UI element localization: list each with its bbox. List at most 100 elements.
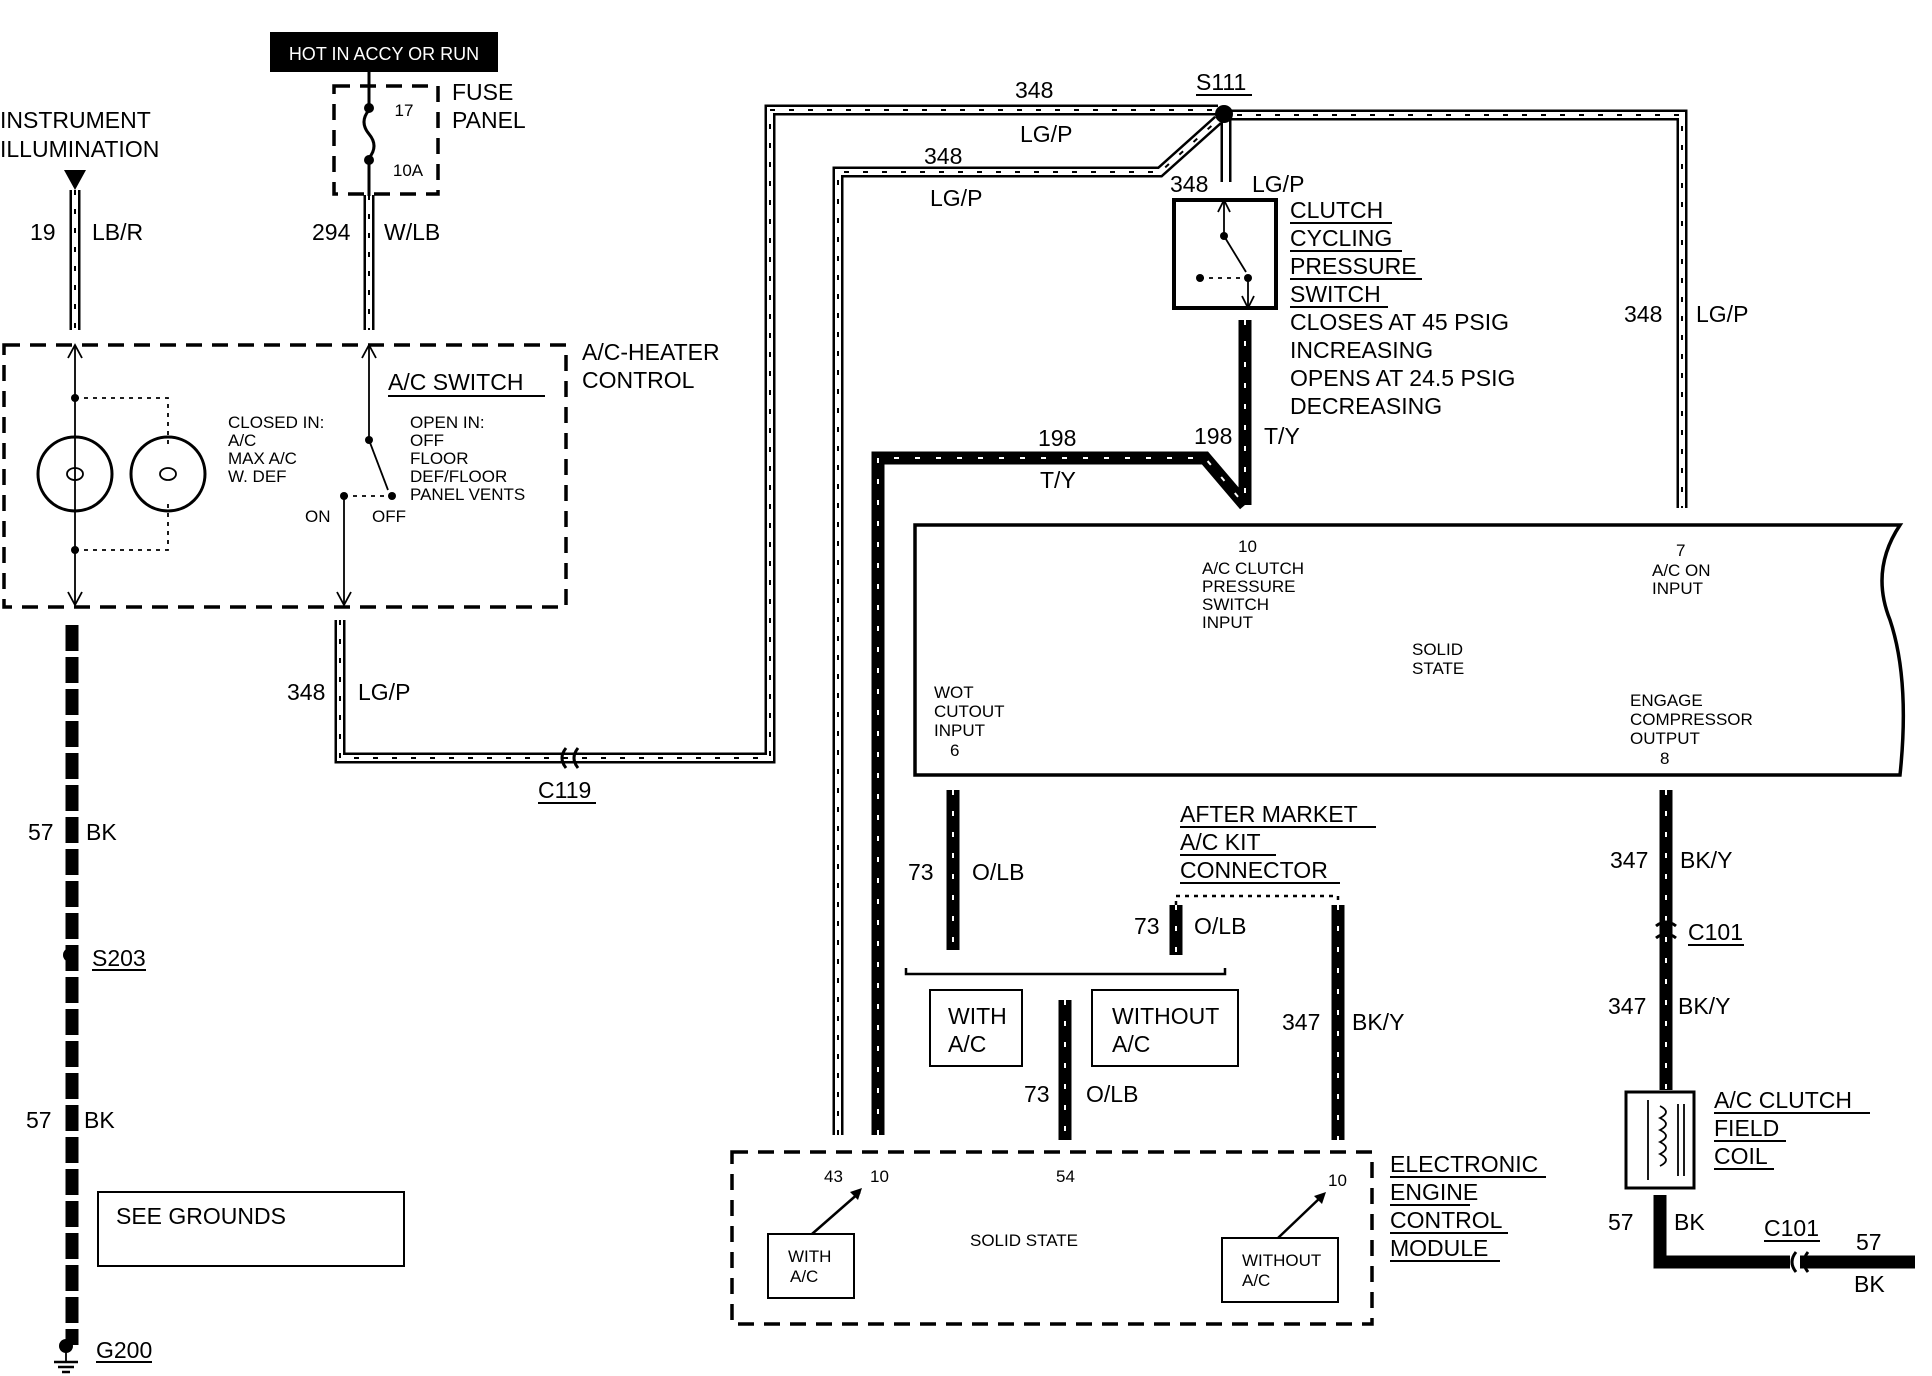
closed-in-1: A/C	[228, 431, 256, 450]
wire-198-b-circuit: 198	[1194, 423, 1232, 449]
without-ac-line2: A/C	[1112, 1031, 1150, 1057]
aftermarket-kit-label: AFTER MARKET A/C KIT CONNECTOR	[1180, 801, 1376, 884]
wire-347-c-color: BK/Y	[1678, 993, 1730, 1019]
fuse-terminal-top	[364, 103, 374, 113]
s203-label: S203	[92, 945, 146, 971]
wire-57-a-circuit: 57	[28, 819, 54, 845]
option-bracket	[904, 968, 1227, 976]
wire-57-a-color: BK	[86, 819, 117, 845]
c101-b-label: C101	[1764, 1215, 1819, 1241]
ac-heater-control-label-2: CONTROL	[582, 367, 695, 393]
clutch-switch-note-3: DECREASING	[1290, 393, 1442, 419]
instrument-illumination-label-2: ILLUMINATION	[0, 136, 159, 162]
aftermarket-line1: AFTER MARKET	[1180, 801, 1358, 827]
illumination-bulbs	[36, 343, 207, 607]
instrument-illumination-label-1: INSTRUMENT	[0, 107, 151, 133]
eec-pin10a: 10	[870, 1167, 889, 1186]
fuse-panel-label-1: FUSE	[452, 79, 513, 105]
wire-348-network	[69, 104, 1688, 1135]
with-ac-line2: A/C	[948, 1031, 986, 1057]
wire-348-a-color: LG/P	[358, 679, 410, 705]
clutch-switch-note-1: INCREASING	[1290, 337, 1433, 363]
wire-348-right-circuit: 348	[1624, 301, 1662, 327]
power-source-banner	[270, 32, 498, 72]
closed-in-0: CLOSED IN:	[228, 413, 324, 432]
ac-switch-contacts	[336, 343, 396, 607]
module-pin10: 10 A/C CLUTCH PRESSURE SWITCH INPUT	[1202, 537, 1304, 632]
module-pin6-3: 6	[950, 741, 959, 760]
clutch-switch-title-1: CYCLING	[1290, 225, 1392, 251]
solid-state-module-box	[913, 523, 1906, 777]
ac-switch-title: A/C SWITCH	[388, 369, 523, 395]
wire-19-color: LB/R	[92, 219, 143, 245]
clutch-switch-title-2: PRESSURE	[1290, 253, 1417, 279]
clutch-cycling-switch-box	[1172, 198, 1278, 310]
aftermarket-line3: CONNECTOR	[1180, 857, 1328, 883]
wire-348-a-circuit: 348	[287, 679, 325, 705]
s203-splice-dot	[63, 948, 77, 962]
closed-in-2: MAX A/C	[228, 449, 297, 468]
eec-with-ac-1: A/C	[790, 1267, 818, 1286]
fuse-terminal-bottom	[364, 155, 374, 165]
fuse-panel-box	[332, 84, 440, 196]
module-pin8-3: 8	[1660, 749, 1669, 768]
wire-19-circuit: 19	[30, 219, 56, 245]
wire-73-c-circuit: 73	[1024, 1081, 1050, 1107]
wire-294-color: W/LB	[384, 219, 440, 245]
eec-with-ac-arrowhead-icon	[850, 1188, 862, 1200]
module-pin7-0: 7	[1676, 541, 1685, 560]
wire-57-c-color: BK	[1674, 1209, 1705, 1235]
with-ac-line1: WITH	[948, 1003, 1007, 1029]
eec-title-0: ELECTRONIC	[1390, 1151, 1538, 1177]
g200-ground-dot	[59, 1339, 73, 1353]
closed-in-3: W. DEF	[228, 467, 287, 486]
ac-switch-off-label: OFF	[372, 507, 406, 526]
without-ac-box	[1091, 989, 1239, 1067]
eec-title-3: MODULE	[1390, 1235, 1488, 1261]
module-pin6-0: WOT	[934, 683, 974, 702]
module-pin7-1: A/C ON	[1652, 561, 1711, 580]
g200-label: G200	[96, 1337, 152, 1363]
eec-title-2: CONTROL	[1390, 1207, 1503, 1233]
eec-without-ac-arrowhead-icon	[1314, 1192, 1326, 1204]
wire-57-b-color: BK	[84, 1107, 115, 1133]
power-source-label: HOT IN ACCY OR RUN	[289, 44, 479, 64]
wire-dark-network	[65, 320, 1915, 1345]
ac-heater-control-box	[2, 343, 568, 609]
wire-57-b-circuit: 57	[26, 1107, 52, 1133]
wire-347-b-circuit: 347	[1610, 847, 1648, 873]
wire-198-b-color: T/Y	[1264, 423, 1300, 449]
open-in-3: DEF/FLOOR	[410, 467, 507, 486]
wire-198-a-color: T/Y	[1040, 467, 1076, 493]
s111-label: S111	[1196, 69, 1246, 95]
coil-icon	[1647, 1100, 1685, 1180]
wire-73-b-circuit: 73	[1134, 913, 1160, 939]
module-pin6: WOT CUTOUT INPUT 6	[934, 683, 1005, 760]
eec-without-ac-arrow-icon	[1277, 1195, 1323, 1239]
wire-73-a-color: O/LB	[972, 859, 1024, 885]
clutch-switch-title: CLUTCH CYCLING PRESSURE SWITCH	[1290, 197, 1422, 308]
wire-198-a-circuit: 198	[1038, 425, 1076, 451]
fuse-panel-label-2: PANEL	[452, 107, 526, 133]
module-pin7-2: INPUT	[1652, 579, 1703, 598]
wire-57-d-color: BK	[1854, 1271, 1885, 1297]
wire-347-a-color: BK/Y	[1352, 1009, 1404, 1035]
wire-348-mid-circuit: 348	[924, 143, 962, 169]
open-in-2: FLOOR	[410, 449, 469, 468]
ground-icon	[54, 1352, 78, 1374]
ac-switch-on-label: ON	[305, 507, 331, 526]
wire-57-d-circuit: 57	[1856, 1229, 1882, 1255]
bulb-icon-1	[36, 435, 114, 513]
coil-line1: A/C CLUTCH	[1714, 1087, 1852, 1113]
open-in-1: OFF	[410, 431, 444, 450]
c119-connector-icon	[560, 747, 580, 769]
wire-347-a-circuit: 347	[1282, 1009, 1320, 1035]
module-pin6-1: CUTOUT	[934, 702, 1005, 721]
wire-348-mid-color: LG/P	[930, 185, 982, 211]
ac-heater-control-label-1: A/C-HEATER	[582, 339, 720, 365]
module-pin7: 7 A/C ON INPUT	[1652, 541, 1711, 598]
wire-348-sw-color: LG/P	[1252, 171, 1304, 197]
open-in-0: OPEN IN:	[410, 413, 485, 432]
module-pin8-2: OUTPUT	[1630, 729, 1700, 748]
see-grounds-label: SEE GROUNDS	[116, 1203, 286, 1229]
